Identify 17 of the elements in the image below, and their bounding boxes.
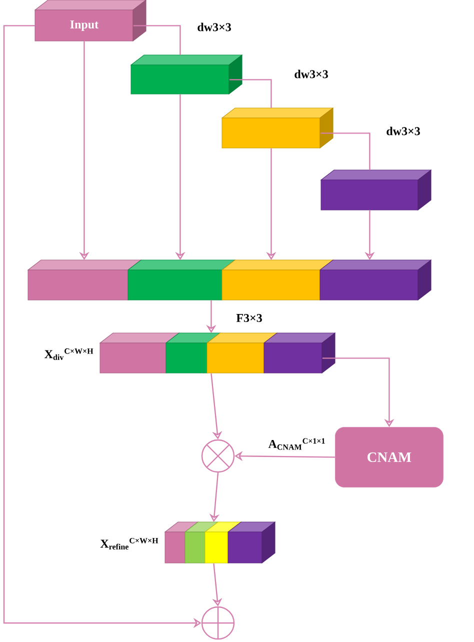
edge-label: dw3×3 xyxy=(293,68,330,80)
module-box: CNAM xyxy=(335,427,444,488)
input-block: Input xyxy=(34,0,146,42)
edge-label: F3×3 xyxy=(235,312,264,324)
feature-bar xyxy=(28,260,432,300)
feature-block xyxy=(222,108,334,148)
edge-label: dw3×3 xyxy=(196,22,232,32)
multiply-circle xyxy=(201,439,235,473)
feature-block xyxy=(320,170,432,210)
edge-label: dw3×3 xyxy=(385,126,422,136)
tensor-label: X$_{refine}$C×W×H xyxy=(100,538,158,550)
feature-bar xyxy=(100,332,336,374)
feature-block xyxy=(130,54,242,94)
tensor-label: X$_{div}$C×W×H xyxy=(44,348,94,360)
edge-label: A$_{CNAM}$C×1×1 xyxy=(267,437,327,451)
sum-circle xyxy=(201,606,235,640)
feature-bar xyxy=(164,522,276,564)
